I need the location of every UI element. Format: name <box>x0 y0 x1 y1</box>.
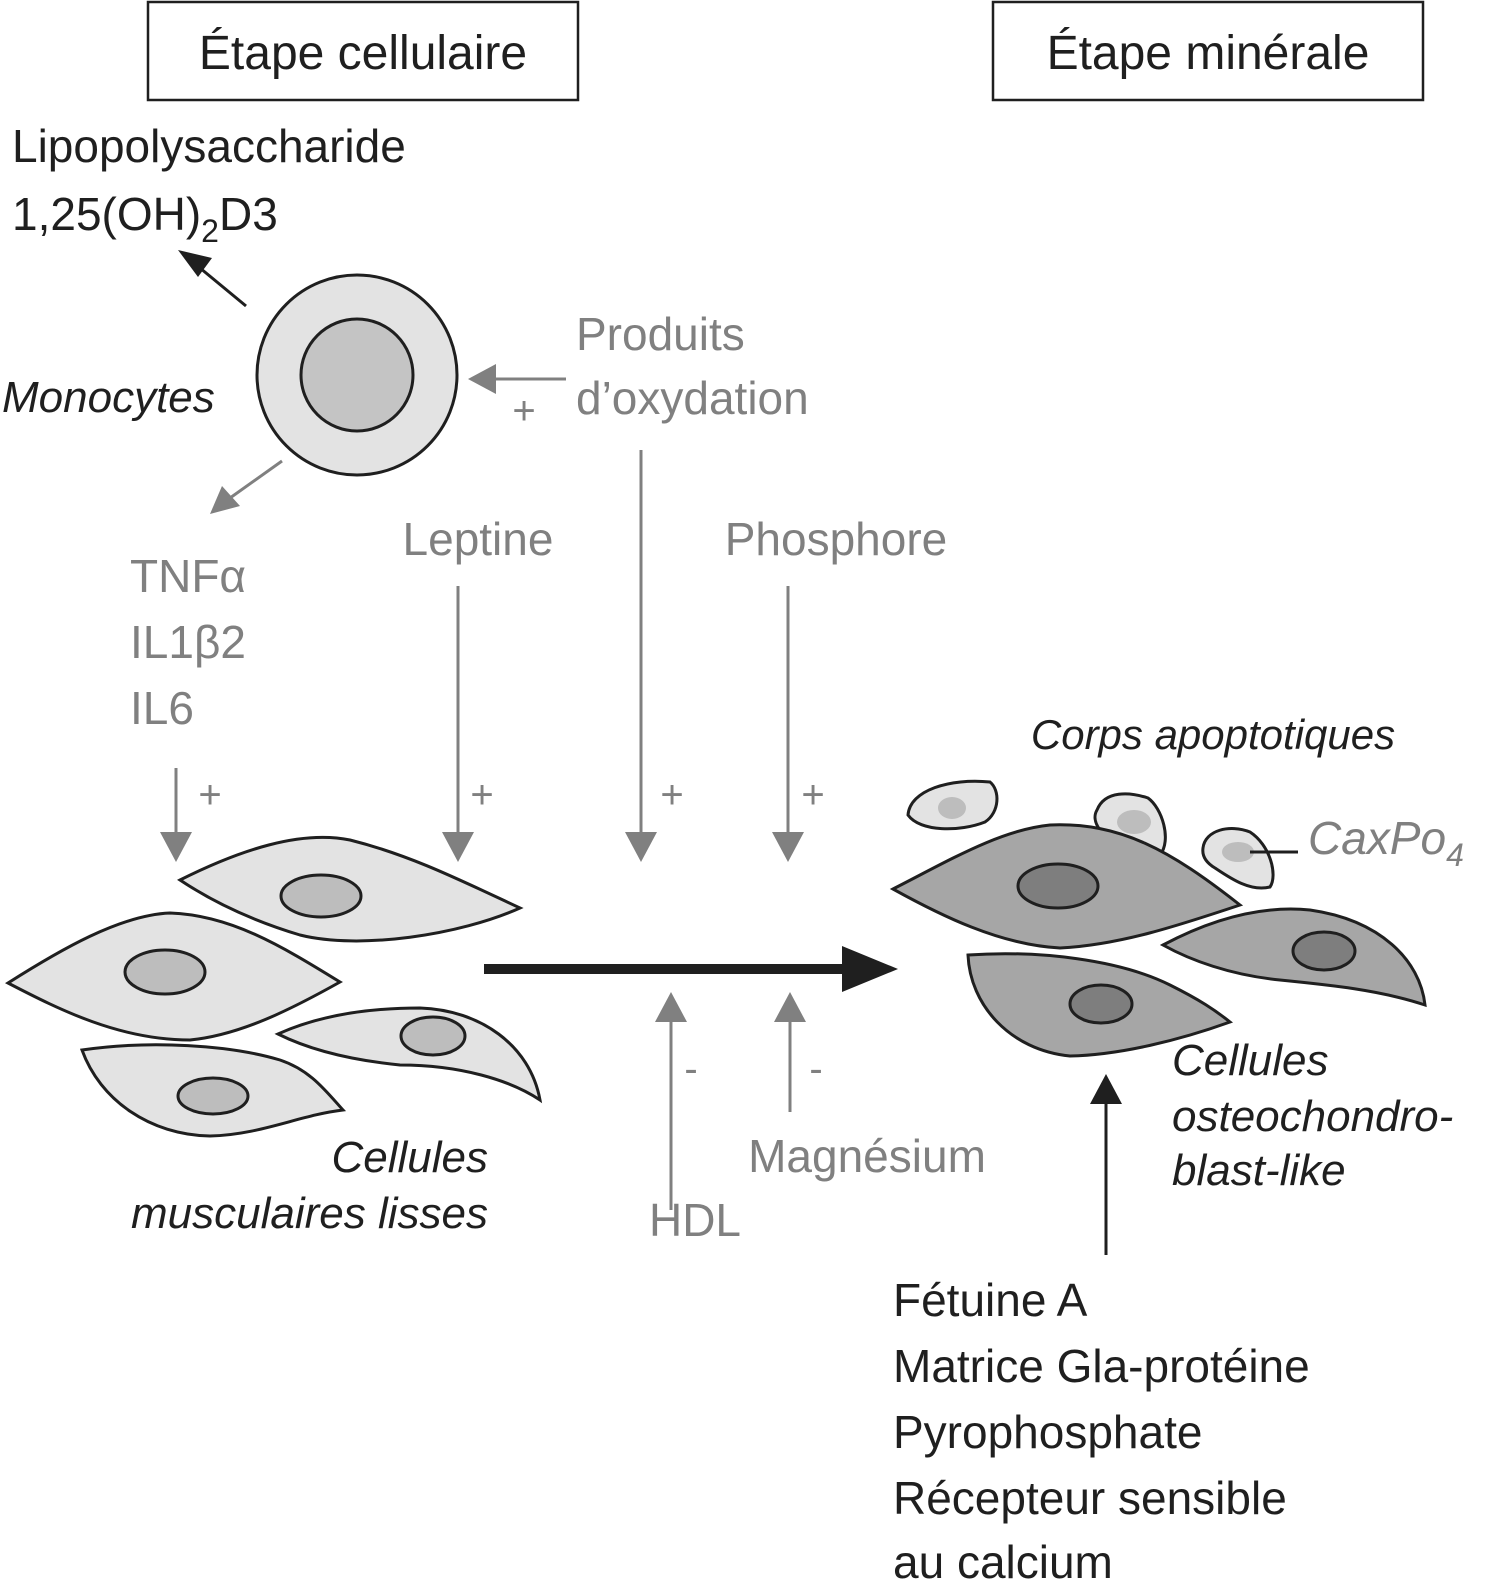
caxpo4-subscript: 4 <box>1446 837 1464 873</box>
leptine-arrow <box>442 586 474 862</box>
inhibitor-pyrophosphate: Pyrophosphate <box>893 1406 1202 1458</box>
vitamin-d-prefix: 1,25(OH) <box>12 188 201 240</box>
oxidation-to-monocyte-arrow <box>468 364 566 394</box>
smooth-muscle-cell <box>79 1043 347 1138</box>
smooth-muscle-cell <box>4 911 343 1042</box>
smooth-muscle-label-line1: Cellules <box>331 1133 488 1182</box>
inhibitor-fetuine: Fétuine A <box>893 1274 1088 1326</box>
caxpo4-prefix: CaxPo <box>1308 812 1446 864</box>
hdl-minus: - <box>684 1047 697 1091</box>
cellular-stage-header: Étape cellulaire <box>146 0 580 102</box>
osteo-label-line2: osteochondro- <box>1172 1092 1453 1141</box>
oxidation-label-line1: Produits <box>576 308 745 360</box>
smooth-muscle-cells <box>4 835 543 1138</box>
magnesium-arrow <box>774 992 806 1112</box>
phosphore-plus: + <box>801 773 824 817</box>
smooth-muscle-cell <box>177 835 524 943</box>
osteochondroblast-cell <box>889 823 1244 950</box>
monocytes-label: Monocytes <box>2 373 215 422</box>
lipopolysaccharide-label: Lipopolysaccharide <box>12 120 406 172</box>
mineral-stage-title: Étape minérale <box>1047 27 1370 80</box>
inhibitor-matrix-gla: Matrice Gla-protéine <box>893 1340 1310 1392</box>
cytokines-arrow <box>160 768 192 862</box>
monocyte-output-arrow <box>178 250 247 308</box>
cytokine-il1b2: IL1β2 <box>130 616 246 668</box>
vitamin-d-subscript: 2 <box>201 213 219 249</box>
magnesium-label: Magnésium <box>748 1130 986 1182</box>
cytokines-plus: + <box>198 773 221 817</box>
phosphore-arrow <box>772 586 804 862</box>
osteo-label-line1: Cellules <box>1172 1036 1329 1085</box>
leptine-plus: + <box>470 773 493 817</box>
magnesium-minus: - <box>809 1047 822 1091</box>
mineral-inhibitors-arrow <box>1090 1074 1122 1255</box>
apoptotic-bodies <box>906 779 1275 890</box>
apoptotic-body <box>906 779 999 831</box>
inhibitor-calcium-receptor-line1: Récepteur sensible <box>893 1472 1287 1524</box>
leptine-label: Leptine <box>403 513 554 565</box>
cytokine-il6: IL6 <box>130 682 194 734</box>
apoptotic-body <box>1201 827 1275 890</box>
osteo-label-line3: blast-like <box>1172 1146 1346 1195</box>
monocyte-to-cytokines-arrow <box>210 459 283 514</box>
osteochondroblast-cells <box>889 823 1427 1058</box>
oxidation-label-line2: d’oxydation <box>576 372 809 424</box>
inhibitor-calcium-receptor-line2: au calcium <box>893 1536 1113 1588</box>
monocyte-cell <box>255 273 459 477</box>
phosphore-label: Phosphore <box>725 513 948 565</box>
hdl-arrow <box>655 992 687 1210</box>
apoptotic-bodies-label: Corps apoptotiques <box>1031 711 1395 758</box>
oxidation-down-plus: + <box>660 773 683 817</box>
caxpo4-label: CaxPo4 <box>1308 812 1464 873</box>
vitamin-d-suffix: D3 <box>219 188 278 240</box>
smooth-muscle-label-line2: musculaires lisses <box>131 1189 488 1238</box>
main-transformation-arrow <box>484 946 898 992</box>
smooth-muscle-cell <box>274 1006 543 1104</box>
hdl-label: HDL <box>649 1194 741 1246</box>
oxidation-monocyte-plus: + <box>512 389 535 433</box>
osteochondroblast-cell <box>1159 907 1427 1008</box>
mineral-stage-header: Étape minérale <box>991 0 1425 102</box>
osteochondroblast-cell <box>966 952 1234 1058</box>
cytokine-tnf: TNFα <box>130 550 246 602</box>
cellular-stage-title: Étape cellulaire <box>199 27 527 80</box>
oxidation-down-arrow <box>625 450 657 862</box>
vitamin-d-label: 1,25(OH)2D3 <box>12 188 278 249</box>
